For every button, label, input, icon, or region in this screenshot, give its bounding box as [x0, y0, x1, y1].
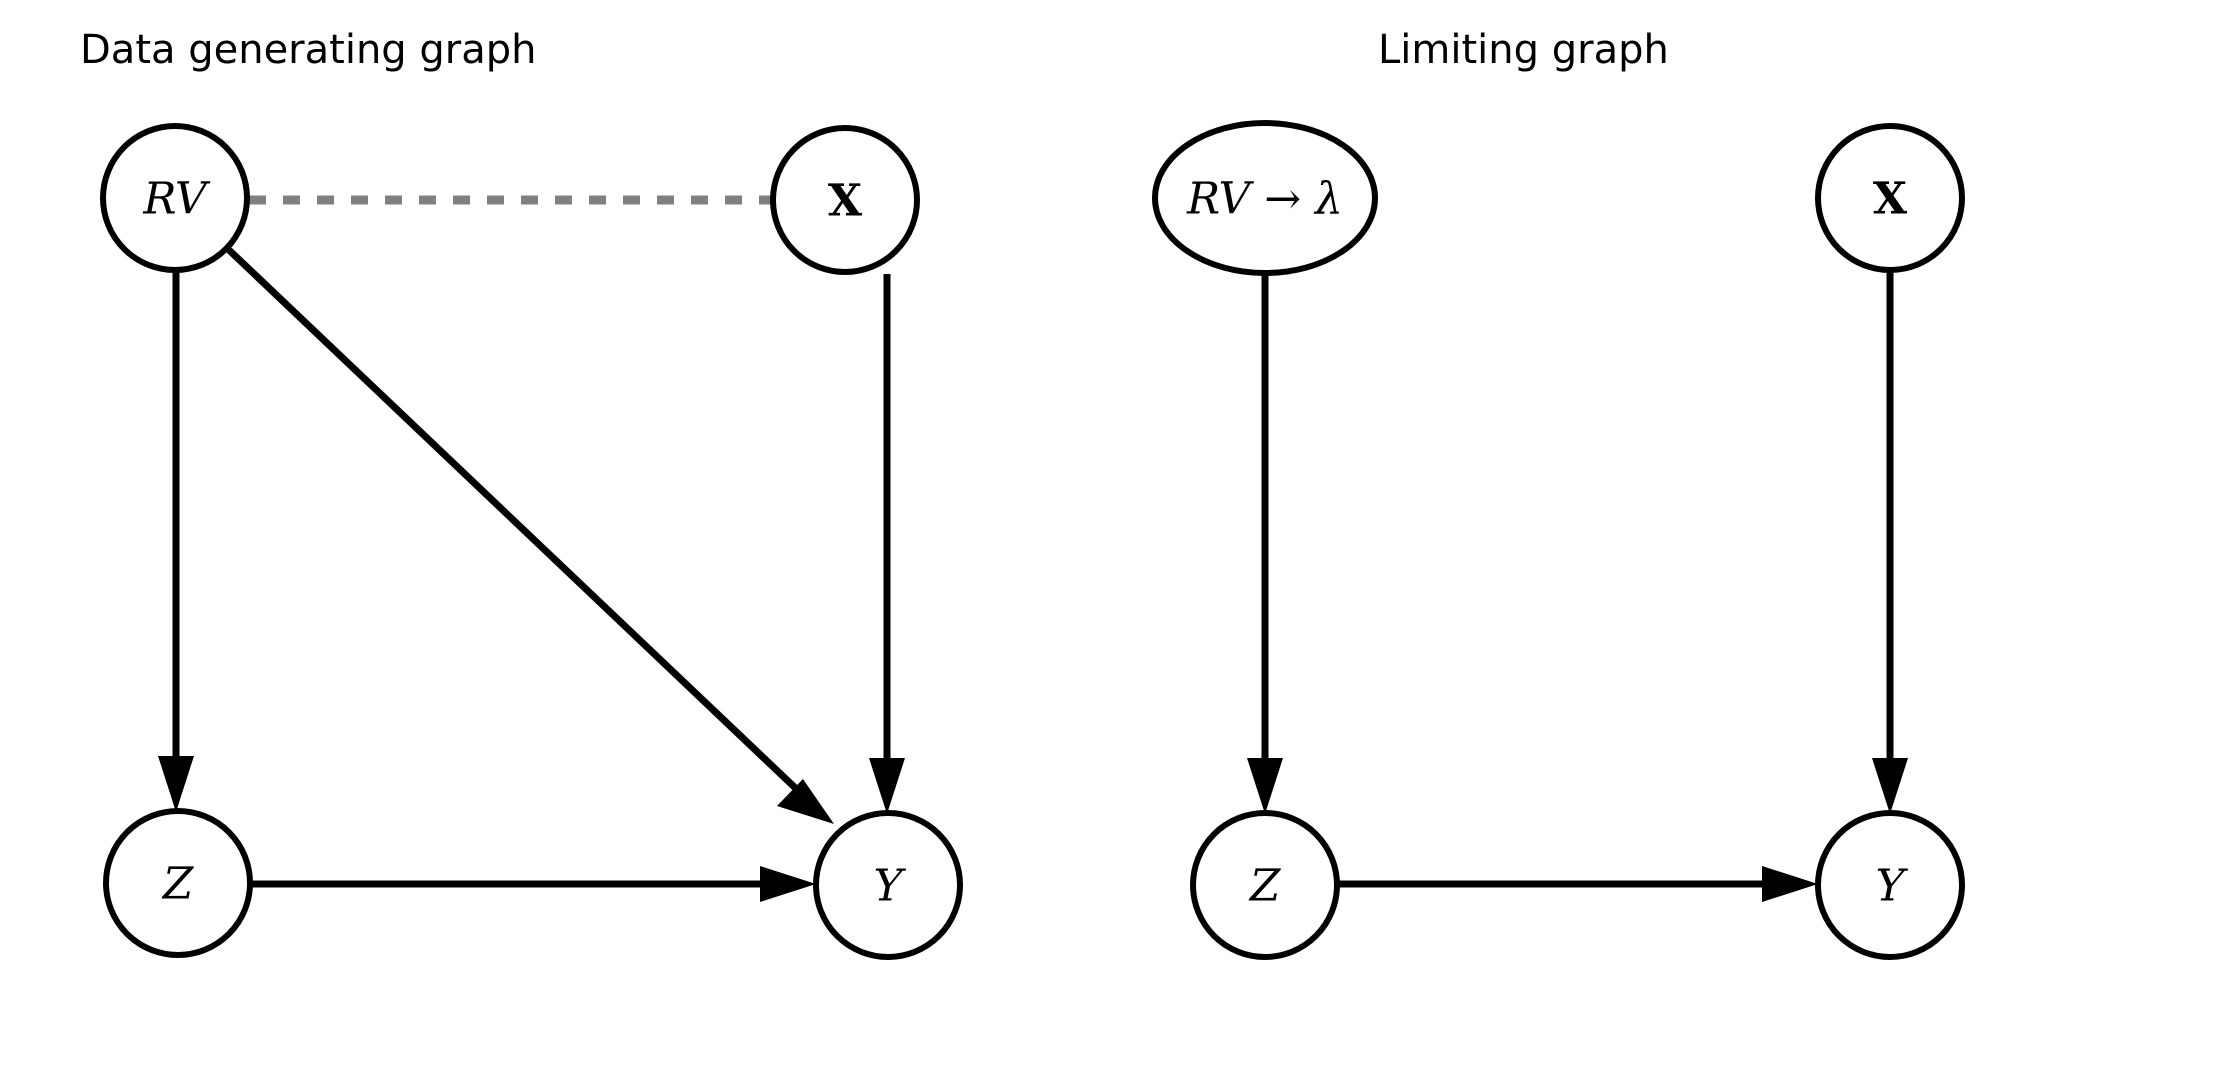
edge-z2-to-y2: [1339, 866, 1818, 902]
node-label: Y: [1875, 861, 1908, 912]
node-label: RV → λ: [1186, 174, 1343, 225]
panel-data-generating-graph: Data generating graph: [80, 27, 963, 960]
node-circle[interactable]: [103, 808, 253, 958]
edge-z-to-y: [252, 866, 816, 902]
arrowhead-icon: [869, 758, 905, 814]
edge-x2-to-y2: [1872, 272, 1908, 814]
node-label: X: [828, 176, 863, 227]
edge-line: [226, 247, 811, 803]
node-circle[interactable]: [1815, 123, 1965, 273]
node-label: Y: [873, 861, 906, 912]
panel-limiting-graph: Limiting graph RV → λ: [1152, 27, 1965, 960]
node-rv[interactable]: RV: [100, 123, 250, 273]
arrowhead-icon: [777, 779, 834, 824]
node-label: Z: [1248, 861, 1282, 912]
arrowhead-icon: [1872, 758, 1908, 814]
node-ellipse[interactable]: [1152, 120, 1378, 276]
node-z[interactable]: Z: [103, 808, 253, 958]
node-circle[interactable]: [813, 810, 963, 960]
edge-rv-to-z: [158, 272, 194, 812]
node-circle[interactable]: [770, 125, 920, 275]
edge-rvlambda-to-z: [1247, 274, 1283, 814]
node-rv-lambda[interactable]: RV → λ: [1152, 120, 1378, 276]
node-y[interactable]: Y: [813, 810, 963, 960]
node-label: Z: [161, 859, 195, 910]
arrowhead-icon: [760, 866, 816, 902]
arrowhead-icon: [1762, 866, 1818, 902]
panel-title-limiting-graph: Limiting graph: [1378, 27, 1669, 73]
panel-title-data-generating-graph: Data generating graph: [80, 27, 536, 73]
arrowhead-icon: [158, 756, 194, 812]
node-z2[interactable]: Z: [1190, 810, 1340, 960]
arrowhead-icon: [1247, 758, 1283, 814]
node-y2[interactable]: Y: [1815, 810, 1965, 960]
node-circle[interactable]: [100, 123, 250, 273]
node-label: X: [1873, 174, 1908, 225]
node-label: RV: [142, 174, 211, 225]
node-circle[interactable]: [1190, 810, 1340, 960]
edge-x-to-y: [869, 274, 905, 814]
node-circle[interactable]: [1815, 810, 1965, 960]
node-x[interactable]: X: [770, 125, 920, 275]
node-x2[interactable]: X: [1815, 123, 1965, 273]
edge-rv-to-y: [226, 247, 834, 824]
